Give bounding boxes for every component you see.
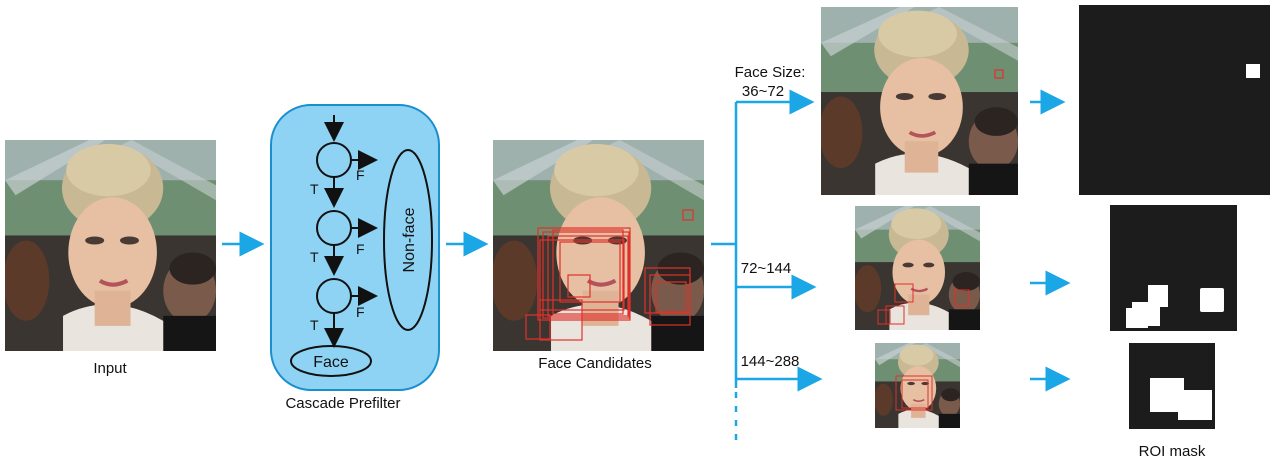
face-candidates-image	[491, 140, 704, 351]
scaled-image-1	[821, 7, 1018, 195]
svg-text:F: F	[356, 241, 365, 257]
roi-mask-3	[1129, 343, 1215, 429]
non-face-node	[383, 149, 433, 331]
svg-text:T: T	[310, 317, 319, 333]
scaled-image-2	[855, 206, 980, 330]
input-label: Input	[93, 360, 127, 377]
scaled-image-3	[875, 343, 960, 428]
cascade-prefilter: F T F T F T Non-face Face	[270, 104, 440, 391]
size-label-1: 36~72	[742, 83, 784, 100]
cascade-prefilter-label: Cascade Prefilter	[285, 395, 400, 412]
face-size-heading: Face Size:	[735, 64, 806, 81]
face-node	[290, 345, 372, 377]
svg-text:T: T	[310, 249, 319, 265]
roi-mask-label: ROI mask	[1139, 443, 1206, 460]
input-image	[3, 140, 216, 351]
roi-mask-1	[1079, 5, 1270, 195]
roi-mask-2	[1110, 205, 1237, 331]
face-label: Face	[313, 354, 349, 371]
svg-text:F: F	[356, 167, 365, 183]
svg-text:F: F	[356, 304, 365, 320]
face-candidates-label: Face Candidates	[538, 355, 651, 372]
size-label-3: 144~288	[741, 353, 800, 370]
svg-text:T: T	[310, 181, 319, 197]
size-label-2: 72~144	[741, 260, 791, 277]
non-face-label: Non-face	[401, 207, 418, 272]
